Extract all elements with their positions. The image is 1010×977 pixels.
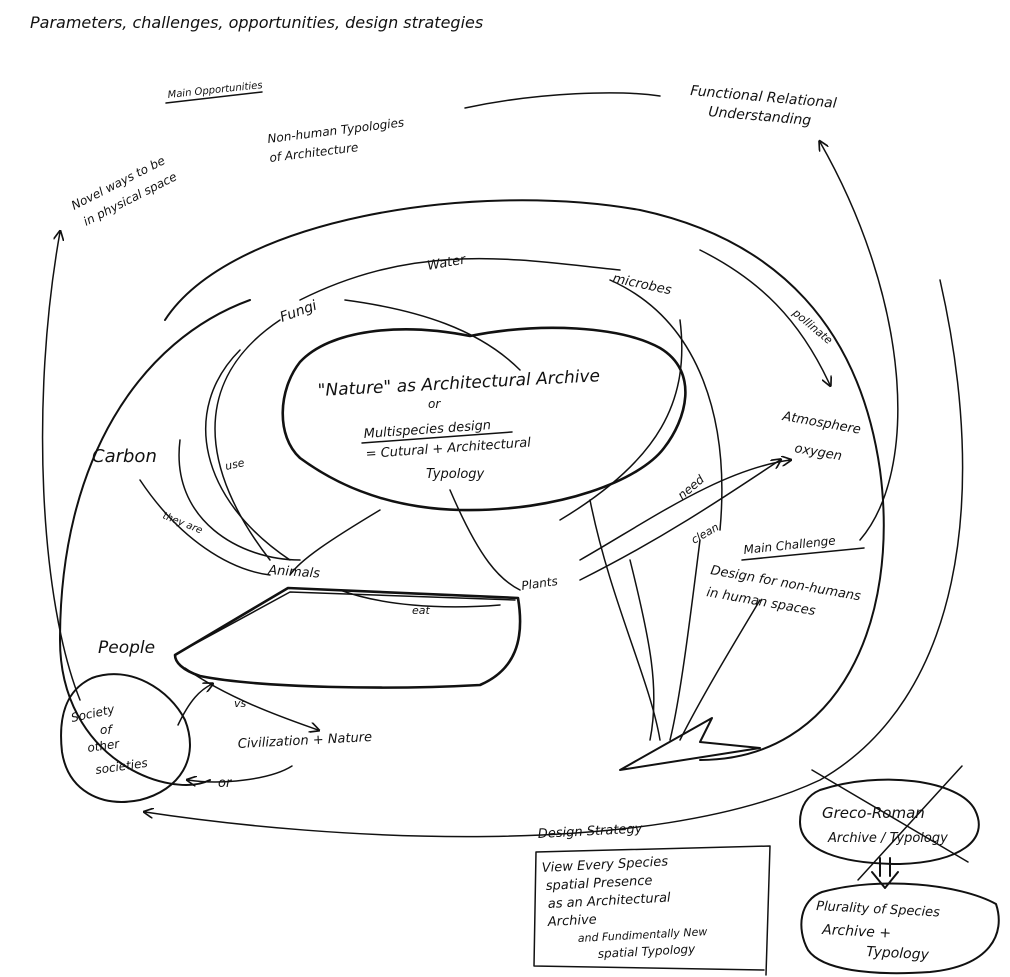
- flow-center-to-animals: [289, 509, 381, 576]
- arrow-society-up: [177, 684, 212, 726]
- flow-left-4: [205, 349, 291, 561]
- node-animals: Animals: [267, 563, 321, 582]
- flow-right-1: [559, 319, 683, 521]
- center-underline: [361, 431, 513, 444]
- society-line-3: other: [86, 737, 121, 755]
- flow-water-loop: [344, 299, 521, 371]
- outer-loop-right-big: [145, 279, 964, 838]
- arrow-or: [188, 765, 293, 782]
- greco-strike-2: [857, 765, 963, 881]
- arrow-to-functional: [820, 142, 899, 541]
- society-bubble: [60, 673, 191, 803]
- arrow-people-civilization: [184, 667, 318, 730]
- node-plants: Plants: [520, 574, 558, 593]
- label-they-are: they are: [161, 511, 204, 537]
- strategy-heading: Design Strategy: [537, 822, 643, 842]
- greco-down-arrow: [871, 857, 899, 889]
- strategy-line-6: spatial Typology: [597, 942, 696, 961]
- flow-left-2: [139, 479, 271, 576]
- flow-left-3: [178, 439, 301, 561]
- arrow-pollinate: [699, 249, 830, 385]
- challenge-heading: Main Challenge: [743, 533, 836, 557]
- greco-line-2: Archive / Typology: [827, 831, 948, 846]
- node-fungi: Fungi: [278, 298, 319, 326]
- flow-center-to-plants: [449, 489, 521, 591]
- triangle-inner: [179, 591, 516, 653]
- strategy-line-1: View Every Species: [541, 854, 668, 876]
- node-people: People: [98, 638, 155, 658]
- top-arc-line: [464, 92, 661, 109]
- main-opportunities-underline: [165, 91, 263, 104]
- outer-arrow-novel-ways: [41, 232, 81, 701]
- node-carbon: Carbon: [92, 446, 157, 467]
- node-oxygen: oxygen: [793, 441, 843, 464]
- page-title: Parameters, challenges, opportunities, d…: [30, 13, 483, 32]
- outer-loop-top: [164, 199, 885, 761]
- greco-bubble: [799, 778, 980, 865]
- center-line-1: "Nature" as Architectural Archive: [317, 366, 600, 401]
- label-eat: eat: [412, 604, 431, 617]
- node-civilization: Civilization + Nature: [237, 730, 372, 752]
- plurality-bubble: [800, 882, 1000, 975]
- center-cloud: [281, 326, 687, 512]
- plurality-line-2: Archive +: [821, 922, 892, 942]
- arrow-clean: [579, 460, 780, 581]
- greco-strike-1: [811, 769, 969, 863]
- society-line-1: Society: [70, 702, 117, 725]
- node-microbes: microbes: [611, 271, 673, 298]
- strategy-line-2: spatial Presence: [545, 873, 652, 894]
- flow-down-1: [589, 499, 661, 741]
- label-clean: clean: [689, 521, 721, 547]
- label-vs: vs: [234, 697, 247, 710]
- outer-loop-left: [59, 299, 251, 786]
- node-water: Water: [426, 252, 468, 274]
- label-use: use: [224, 456, 246, 473]
- label-or: or: [218, 776, 233, 791]
- flow-down-4: [629, 559, 655, 741]
- node-atmosphere: Atmosphere: [780, 409, 862, 438]
- down-arrow: [619, 717, 761, 771]
- center-line-2: or: [428, 397, 441, 411]
- strategy-line-3: as an Architectural: [547, 891, 671, 912]
- strategy-line-4: Archive: [546, 912, 597, 930]
- triangle-loop: [173, 586, 522, 689]
- flow-left-1: [214, 319, 281, 561]
- flow-down-3: [679, 599, 761, 741]
- center-line-5: Typology: [426, 467, 485, 482]
- plurality-line-1: Plurality of Species: [816, 899, 941, 920]
- flow-microbes-down: [609, 279, 723, 531]
- strategy-box: [533, 845, 771, 976]
- flow-down-2: [669, 539, 701, 741]
- label-need: need: [675, 472, 707, 502]
- challenge-underline: [741, 547, 865, 561]
- opportunity-line-1: Non-human Typologies: [267, 115, 405, 146]
- greco-line-1: Greco-Roman: [822, 804, 925, 822]
- society-line-2: of: [100, 723, 113, 737]
- eat-line: [339, 589, 501, 608]
- arrow-need: [579, 460, 790, 561]
- flow-fungi-microbes: [299, 257, 621, 301]
- plurality-line-3: Typology: [866, 944, 930, 963]
